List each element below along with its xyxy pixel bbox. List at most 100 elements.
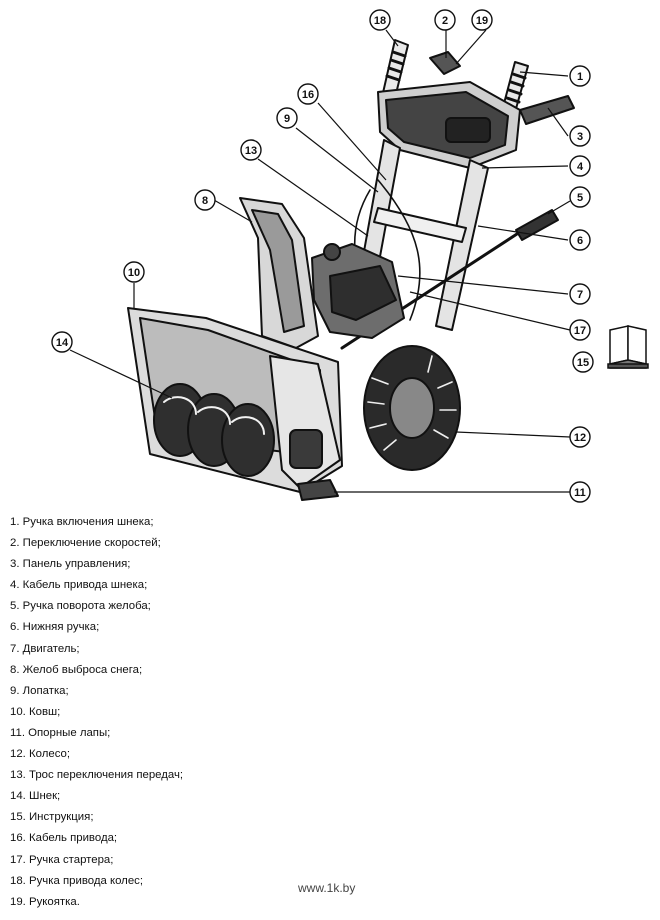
legend-item: 19. Рукоятка. <box>10 895 80 908</box>
callout-19: 19 <box>471 9 493 31</box>
wheel-tread <box>367 355 457 451</box>
callout-8: 8 <box>194 189 216 211</box>
callout-circle <box>569 125 591 147</box>
legend-item: 18. Ручка привода колес; <box>10 874 144 887</box>
callout-number: 3 <box>577 131 583 143</box>
callout-circle <box>569 186 591 208</box>
leader-lines <box>69 29 571 493</box>
callout-2: 2 <box>434 9 456 31</box>
callout-number: 2 <box>442 15 448 27</box>
legend-item: 12. Колесо; <box>10 748 71 761</box>
callout-number: 9 <box>284 113 290 125</box>
callout-number: 16 <box>302 89 314 101</box>
legend-item: 11. Опорные лапы; <box>10 726 111 739</box>
legend-item: 6. Нижняя ручка; <box>10 621 100 634</box>
legend-item: 4. Кабель привода шнека; <box>10 579 148 592</box>
control-panel-window <box>445 117 491 143</box>
callout-11: 11 <box>569 481 591 503</box>
callout-number: 10 <box>128 267 140 279</box>
lower-handle <box>373 207 467 243</box>
legend-item: 3. Панель управления; <box>10 558 131 571</box>
engine-cover <box>329 265 397 321</box>
callout-circle <box>569 155 591 177</box>
legend-item: 16. Кабель привода; <box>10 832 118 845</box>
legend-item: 17. Ручка стартера; <box>10 853 114 866</box>
legend-item: 5. Ручка поворота желоба; <box>10 600 151 613</box>
chute-crank-grip <box>515 209 559 241</box>
callout-14: 14 <box>51 331 73 353</box>
snow-chute-inner <box>251 209 305 333</box>
drive-cable <box>377 179 421 321</box>
callout-circle <box>569 65 591 87</box>
callout-circle <box>194 189 216 211</box>
auger-grip <box>519 95 575 125</box>
callout-number: 12 <box>574 432 586 444</box>
legend-item: 1. Ручка включения шнека; <box>10 516 154 528</box>
callout-circle <box>569 229 591 251</box>
callout-circle <box>569 481 591 503</box>
callout-circle <box>569 426 591 448</box>
callout-number: 6 <box>577 235 583 247</box>
manual-book-icon <box>607 325 649 369</box>
callout-9: 9 <box>276 107 298 129</box>
callout-circle <box>434 9 456 31</box>
legend-item: 8. Желоб выброса снега; <box>10 663 143 676</box>
legend-item: 15. Инструкция; <box>10 811 94 824</box>
callout-number: 8 <box>202 195 208 207</box>
wheel-hub <box>389 377 435 439</box>
callout-circle <box>123 261 145 283</box>
callout-circle <box>297 83 319 105</box>
legend-item: 14. Шнек; <box>10 790 61 803</box>
skid-shoe <box>297 479 339 501</box>
watermark-text: www.1k.by <box>298 881 356 895</box>
callout-number: 19 <box>476 15 488 27</box>
callout-number: 14 <box>56 337 69 349</box>
fuel-cap <box>323 243 341 261</box>
callout-13: 13 <box>240 139 262 161</box>
legend-item: 13. Трос переключения передач; <box>10 769 184 782</box>
callout-number: 1 <box>577 71 583 83</box>
callout-circle <box>572 351 594 373</box>
callout-number: 15 <box>577 357 589 369</box>
callout-5: 5 <box>569 186 591 208</box>
callout-4: 4 <box>569 155 591 177</box>
callout-circle <box>369 9 391 31</box>
right-frame-rail <box>435 159 489 331</box>
grip-ridges <box>385 50 527 104</box>
side-plate-window <box>289 429 323 469</box>
callout-circle <box>240 139 262 161</box>
callout-18: 18 <box>369 9 391 31</box>
callout-10: 10 <box>123 261 145 283</box>
callout-15: 15 <box>572 351 594 373</box>
legend-item: 9. Лопатка; <box>10 684 69 697</box>
callout-circle <box>276 107 298 129</box>
callout-number: 18 <box>374 15 386 27</box>
auger-highlights <box>163 396 265 435</box>
legend-item: 7. Двигатель; <box>10 642 80 655</box>
legend-item: 2. Переключение скоростей; <box>10 537 161 550</box>
callout-6: 6 <box>569 229 591 251</box>
callout-circle <box>51 331 73 353</box>
callout-12: 12 <box>569 426 591 448</box>
auger-spirals <box>153 383 275 477</box>
callout-1: 1 <box>569 65 591 87</box>
callout-number: 5 <box>577 192 583 204</box>
callout-number: 11 <box>574 487 586 499</box>
callout-circle <box>471 9 493 31</box>
legend-item: 10. Ковш; <box>10 705 61 718</box>
callout-number: 7 <box>577 289 583 301</box>
snowblower-illustration <box>127 39 575 501</box>
callout-number: 13 <box>245 145 257 157</box>
callout-number: 17 <box>574 325 586 337</box>
callout-16: 16 <box>297 83 319 105</box>
callout-7: 7 <box>569 283 591 305</box>
callout-17: 17 <box>569 319 591 341</box>
shift-lever <box>429 51 461 75</box>
callout-circle <box>569 283 591 305</box>
callout-3: 3 <box>569 125 591 147</box>
callout-number: 4 <box>577 161 584 173</box>
callout-circle <box>569 319 591 341</box>
parts-legend: 1. Ручка включения шнека; 2. Переключение… <box>10 512 183 913</box>
